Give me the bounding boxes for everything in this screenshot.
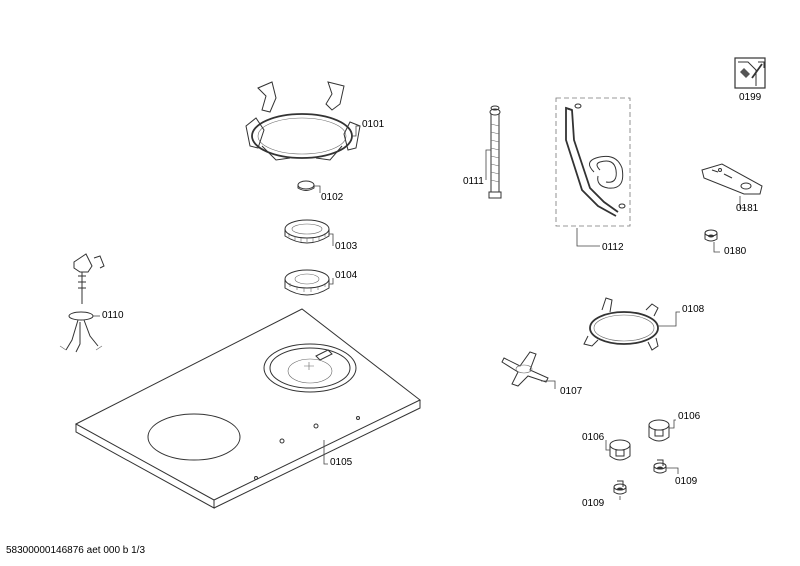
part-0181-bracket[interactable] [701, 163, 763, 195]
label-0102: 0102 [321, 192, 344, 203]
part-0109-knob-base-right[interactable] [653, 459, 667, 474]
label-0181: 0181 [736, 203, 759, 214]
label-0109-right: 0109 [675, 476, 698, 487]
label-0199: 0199 [739, 92, 762, 103]
label-0110: 0110 [102, 310, 124, 321]
label-0105: 0105 [330, 457, 353, 468]
part-0180-nut[interactable] [704, 229, 718, 242]
part-0103-burner-crown[interactable] [284, 219, 330, 244]
part-0108-wok-support[interactable] [583, 297, 659, 351]
part-0102-burner-cap-small[interactable] [297, 180, 315, 191]
label-0104: 0104 [335, 270, 358, 281]
label-0103: 0103 [335, 241, 358, 252]
label-0109-left: 0109 [582, 498, 605, 509]
part-0104-burner-body[interactable] [284, 269, 330, 296]
document-id-footer: 58300000146876 aet 000 b 1/3 [6, 545, 146, 556]
part-0111-threaded-rod[interactable] [488, 105, 502, 199]
label-0108: 0108 [682, 304, 705, 315]
label-0106-right: 0106 [678, 411, 701, 422]
part-0112-gas-pipe[interactable] [555, 97, 631, 227]
part-0107-simmer-plate[interactable] [501, 351, 549, 387]
part-0106-knob-left[interactable] [609, 439, 631, 461]
label-0101: 0101 [362, 119, 385, 130]
label-0111: 0111 [463, 176, 484, 187]
part-0101-pan-support[interactable] [245, 81, 361, 161]
part-0110-igniter-thermocouple[interactable] [59, 253, 105, 353]
label-0112: 0112 [602, 242, 624, 253]
part-0105-hob-top[interactable] [74, 308, 421, 509]
label-0107: 0107 [560, 386, 583, 397]
label-0106-left: 0106 [582, 432, 605, 443]
label-0180: 0180 [724, 246, 747, 257]
part-0106-knob-right[interactable] [648, 419, 670, 442]
part-0109-knob-base-left[interactable] [613, 480, 627, 495]
part-0199-manual-icon[interactable] [734, 57, 766, 89]
